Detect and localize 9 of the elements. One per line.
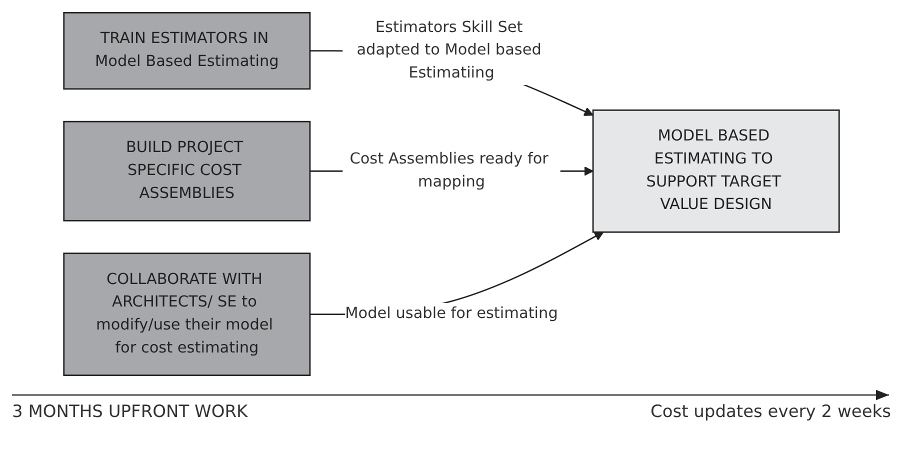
edge-label: Model usable for estimating bbox=[345, 305, 558, 322]
node-box: BUILD PROJECT SPECIFIC COST ASSEMBLIES bbox=[63, 120, 311, 222]
node-box: TRAIN ESTIMATORS IN Model Based Estimating bbox=[63, 12, 311, 90]
edge-label: Estimators Skill Set adapted to Model based Estimatiing bbox=[356, 18, 542, 82]
node-box: COLLABORATE WITH ARCHITECTS/ SE to modify/use their model for cost estimating bbox=[63, 252, 311, 376]
timeline-label: Cost updates every 2 weeks bbox=[650, 402, 891, 422]
edge-label: Cost Assemblies ready for mapping bbox=[350, 150, 548, 191]
timeline-label: 3 MONTHS UPFRONT WORK bbox=[12, 402, 248, 422]
node-box: MODEL BASED ESTIMATING TO SUPPORT TARGET VALUE DESIGN bbox=[592, 109, 840, 233]
